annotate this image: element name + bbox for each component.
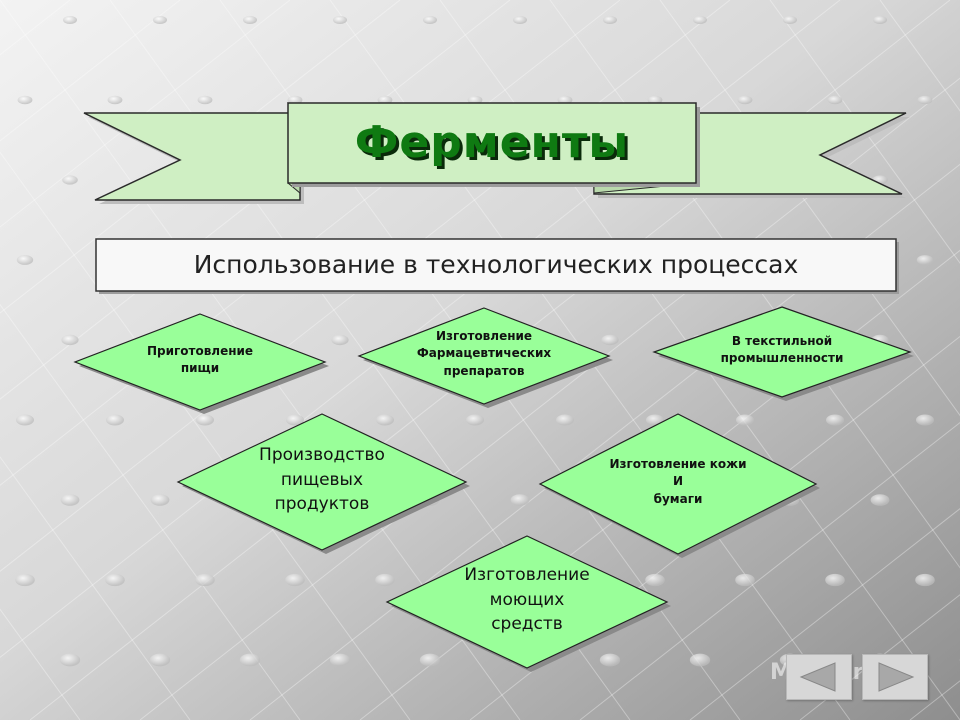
node-label-pharma: Изготовление Фармацевтических препаратов bbox=[416, 328, 552, 378]
diamond-leather-paper bbox=[538, 413, 818, 555]
forward-triangle-icon bbox=[878, 662, 915, 692]
back-triangle-icon bbox=[799, 662, 836, 692]
diamond-food-prep bbox=[73, 313, 327, 411]
node-label-food-prep: Приготовление пищи bbox=[146, 343, 254, 375]
node-label-leather-paper: Изготовление кожи И бумаги bbox=[609, 456, 747, 506]
node-label-detergents: Изготовление моющих средств bbox=[464, 565, 590, 635]
title-banner bbox=[83, 101, 910, 204]
next-slide-button[interactable] bbox=[862, 654, 928, 700]
diamond-pharma bbox=[357, 307, 611, 405]
diamond-food-products bbox=[176, 413, 468, 551]
node-label-textile: В текстильной промышленности bbox=[720, 333, 844, 365]
subtitle-box bbox=[95, 238, 897, 292]
slide-subtitle: Использование в технологических процесса… bbox=[193, 250, 799, 279]
node-label-food-products: Производство пищевых продуктов bbox=[259, 445, 385, 515]
diamond-textile bbox=[652, 306, 912, 398]
diamond-detergents bbox=[385, 535, 669, 669]
slide-title: Ферменты bbox=[354, 117, 630, 168]
prev-slide-button[interactable] bbox=[786, 654, 852, 700]
